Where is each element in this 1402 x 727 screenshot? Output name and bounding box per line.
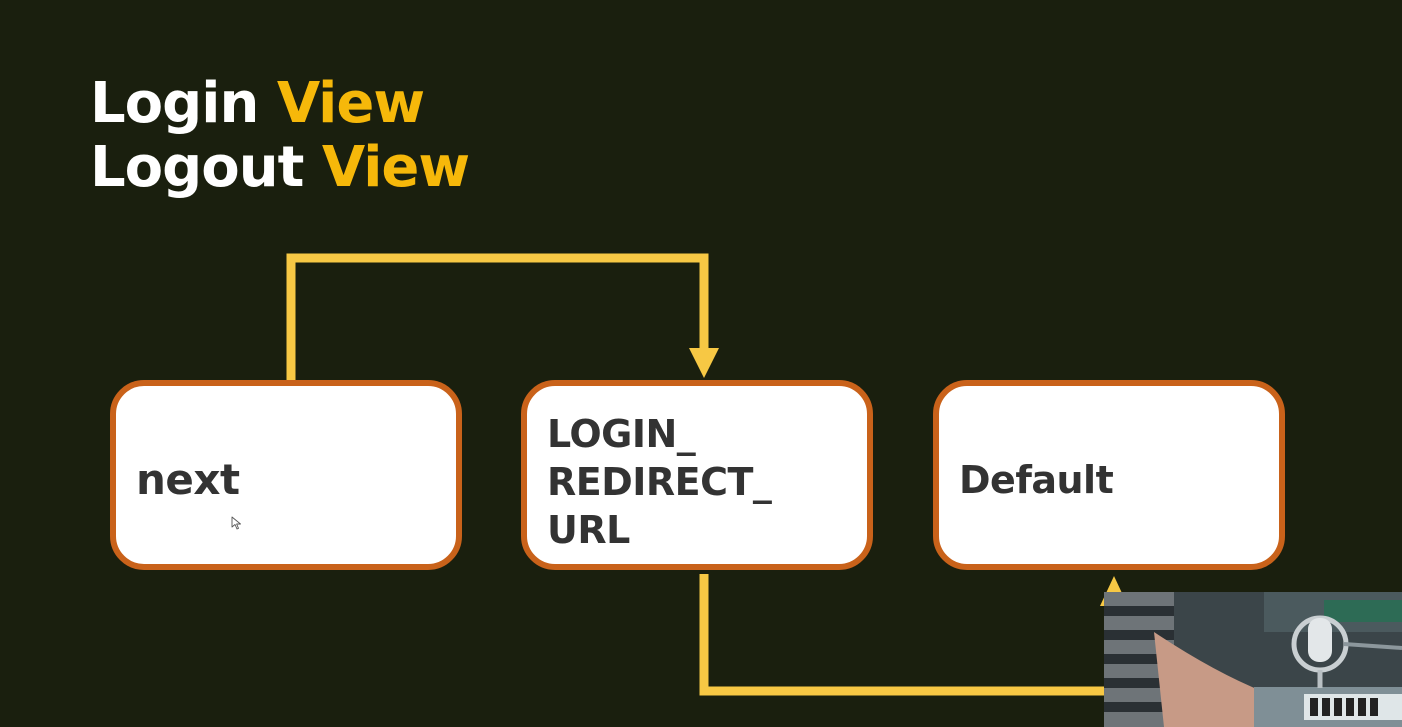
title-line-logout: Logout View xyxy=(90,135,470,200)
box-next: next xyxy=(110,380,462,570)
box-next-label: next xyxy=(136,455,240,504)
title-word-login: Login xyxy=(90,71,259,136)
title-line-login: Login View xyxy=(90,72,469,136)
title-word-logout: Logout xyxy=(90,135,304,200)
label-line-login: LOGIN_ xyxy=(547,412,696,456)
title-accent-view-2: View xyxy=(321,135,470,200)
title-accent-view-1: View xyxy=(276,71,425,136)
webcam-overlay xyxy=(1104,592,1402,727)
box-login-redirect-url-label: LOGIN_ REDIRECT_ URL xyxy=(547,410,772,554)
webcam-presenter-image xyxy=(1104,592,1402,727)
box-default: Default xyxy=(933,380,1285,570)
arrow-next-to-login-redirect xyxy=(286,253,709,380)
label-line-redirect: REDIRECT_ xyxy=(547,460,772,504)
box-login-redirect-url: LOGIN_ REDIRECT_ URL xyxy=(521,380,873,570)
box-default-label: Default xyxy=(959,458,1114,502)
arrow-login-redirect-to-default xyxy=(699,574,1119,696)
label-line-url: URL xyxy=(547,508,630,552)
arrowhead-down xyxy=(689,348,719,378)
mouse-pointer-icon xyxy=(231,516,241,530)
slide-title: Login View Logout View xyxy=(90,72,470,200)
